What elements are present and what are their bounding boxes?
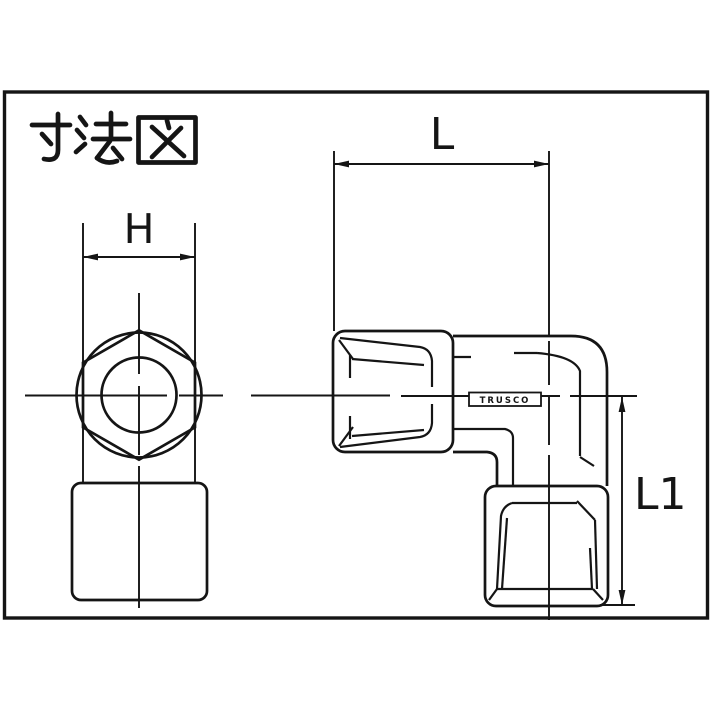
bore-lines xyxy=(453,351,595,486)
left-socket xyxy=(331,329,455,454)
front-socket xyxy=(70,481,209,602)
brand-label-box xyxy=(468,391,542,407)
bend-inner-edge xyxy=(453,450,499,486)
l1-label: L1 xyxy=(634,469,687,520)
side-view: TRUSCO xyxy=(331,329,610,608)
l-arrow-left xyxy=(334,160,349,168)
dimension-l: L xyxy=(333,109,550,336)
kanji-hou-strokes xyxy=(73,110,133,165)
h-arrow-right xyxy=(180,253,195,261)
outer-circle xyxy=(75,331,203,459)
page-title: 寸法図 xyxy=(27,110,198,176)
kanji-sun-strokes xyxy=(29,111,73,162)
bend-outer-edge xyxy=(453,334,609,486)
h-extension-lines xyxy=(82,223,196,483)
page-title-text: 寸法図 xyxy=(27,113,189,176)
h-label: H xyxy=(124,205,155,253)
kanji-zu-strokes xyxy=(136,115,198,165)
h-arrow-left xyxy=(83,253,98,261)
bottom-socket-thread-lines xyxy=(488,500,604,601)
bore-circle xyxy=(100,356,178,434)
l1-arrow-bottom xyxy=(618,590,626,605)
l-arrow-right xyxy=(534,160,549,168)
brand-label: TRUSCO xyxy=(468,391,542,407)
dimension-l1: L1 xyxy=(600,397,687,606)
bottom-socket xyxy=(483,484,610,608)
drawing-frame xyxy=(2,90,710,620)
dimension-h: H xyxy=(82,205,196,483)
left-socket-thread-lines xyxy=(338,336,434,449)
l1-arrow-top xyxy=(618,397,626,412)
horizontal-centerline xyxy=(25,394,637,397)
brand-label-text: TRUSCO xyxy=(480,396,531,406)
l-extension-lines xyxy=(333,151,550,336)
l-label: L xyxy=(430,109,455,160)
